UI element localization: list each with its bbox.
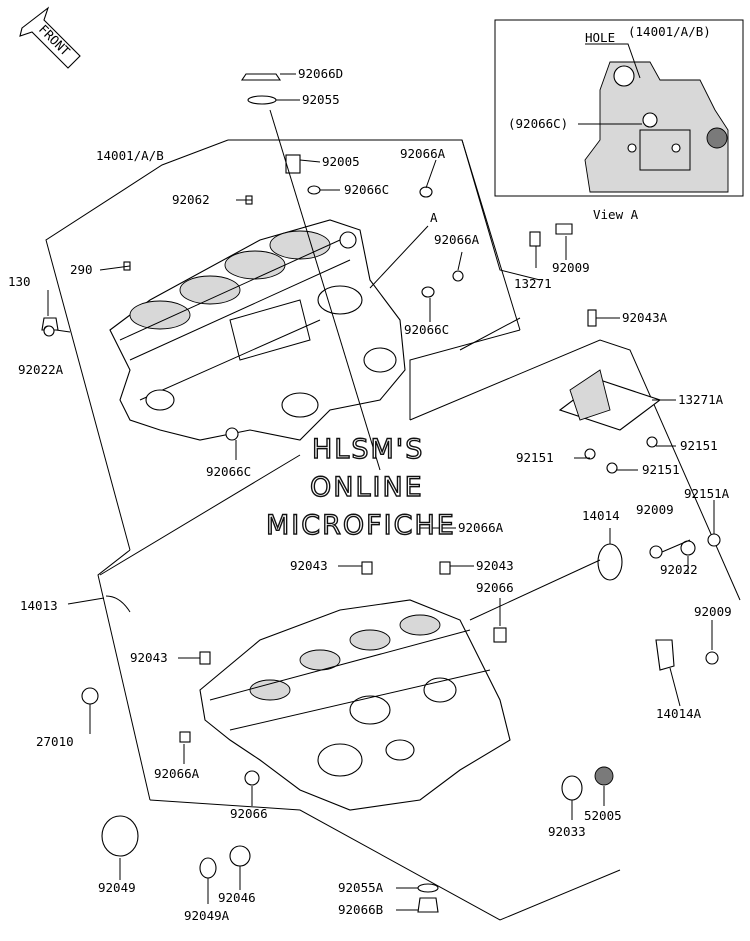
callout-14014[interactable]: 14014 bbox=[582, 508, 620, 523]
view-a-hole-label: HOLE bbox=[585, 30, 615, 45]
callout-92151-3[interactable]: 92151 bbox=[642, 462, 680, 477]
callout-92046[interactable]: 92046 bbox=[218, 890, 256, 905]
callout-92009-1[interactable]: 92009 bbox=[552, 260, 590, 275]
watermark-line2: ONLINE bbox=[310, 472, 424, 503]
lower-crankcase bbox=[199, 599, 511, 811]
callout-92022[interactable]: 92022 bbox=[660, 562, 698, 577]
callout-92022A[interactable]: 92022A bbox=[18, 362, 64, 377]
view-a-caption: View A bbox=[593, 207, 639, 222]
callout-92066C-2[interactable]: 92066C bbox=[404, 322, 449, 337]
callout-92066[interactable]: 92066 bbox=[476, 580, 514, 595]
watermark-line3: MICROFICHE bbox=[266, 510, 456, 541]
small-parts bbox=[41, 73, 721, 913]
callout-92043-3[interactable]: 92043 bbox=[130, 650, 168, 665]
callout-92066A-1[interactable]: 92066A bbox=[400, 146, 446, 161]
breather-cover bbox=[558, 369, 662, 431]
front-arrow-icon: FRONT bbox=[19, 6, 81, 69]
callout-27010[interactable]: 27010 bbox=[36, 734, 74, 749]
watermark-line1: HLSM'S bbox=[312, 434, 424, 465]
callout-A[interactable]: A bbox=[430, 210, 438, 225]
view-a-inset: HOLE (14001/A/B) (92066C) View A bbox=[494, 19, 744, 222]
callout-92066C-1[interactable]: 92066C bbox=[344, 182, 389, 197]
callout-92055A[interactable]: 92055A bbox=[338, 880, 384, 895]
callout-92043-1[interactable]: 92043 bbox=[290, 558, 328, 573]
upper-crankcase bbox=[109, 219, 406, 441]
callout-92009-3[interactable]: 92009 bbox=[694, 604, 732, 619]
callout-labels: 92066D 92055 14001/A/B 92005 92066A 9206… bbox=[8, 66, 732, 923]
callout-14014A[interactable]: 14014A bbox=[656, 706, 702, 721]
callout-92066A-4[interactable]: 92066A bbox=[154, 766, 200, 781]
view-a-part-label: (14001/A/B) bbox=[628, 24, 711, 39]
callout-92005[interactable]: 92005 bbox=[322, 154, 360, 169]
callout-92066-2[interactable]: 92066 bbox=[230, 806, 268, 821]
callout-14001AB[interactable]: 14001/A/B bbox=[96, 148, 164, 163]
callout-92049A[interactable]: 92049A bbox=[184, 908, 230, 923]
callout-92066A-3[interactable]: 92066A bbox=[458, 520, 504, 535]
callout-92151-2[interactable]: 92151 bbox=[516, 450, 554, 465]
leader-lines bbox=[47, 73, 715, 911]
callout-13271[interactable]: 13271 bbox=[514, 276, 552, 291]
callout-92009-2[interactable]: 92009 bbox=[636, 502, 674, 517]
callout-92066A-2[interactable]: 92066A bbox=[434, 232, 480, 247]
callout-13271A[interactable]: 13271A bbox=[678, 392, 724, 407]
callout-92055[interactable]: 92055 bbox=[302, 92, 340, 107]
watermark: HLSM'S ONLINE MICROFICHE bbox=[265, 433, 456, 541]
callout-92043-2[interactable]: 92043 bbox=[476, 558, 514, 573]
callout-92066C-3[interactable]: 92066C bbox=[206, 464, 251, 479]
callout-92066B[interactable]: 92066B bbox=[338, 902, 383, 917]
callout-290[interactable]: 290 bbox=[70, 262, 93, 277]
callout-92062[interactable]: 92062 bbox=[172, 192, 210, 207]
callout-92049[interactable]: 92049 bbox=[98, 880, 136, 895]
callout-14013[interactable]: 14013 bbox=[20, 598, 58, 613]
callout-92151A[interactable]: 92151A bbox=[684, 486, 730, 501]
upper-frame-lines bbox=[45, 139, 741, 921]
callout-130[interactable]: 130 bbox=[8, 274, 31, 289]
view-a-plug-label: (92066C) bbox=[508, 116, 568, 131]
callout-92043A[interactable]: 92043A bbox=[622, 310, 668, 325]
callout-92033[interactable]: 92033 bbox=[548, 824, 586, 839]
callout-92151-1[interactable]: 92151 bbox=[680, 438, 718, 453]
callout-52005[interactable]: 52005 bbox=[584, 808, 622, 823]
callout-92066D[interactable]: 92066D bbox=[298, 66, 343, 81]
